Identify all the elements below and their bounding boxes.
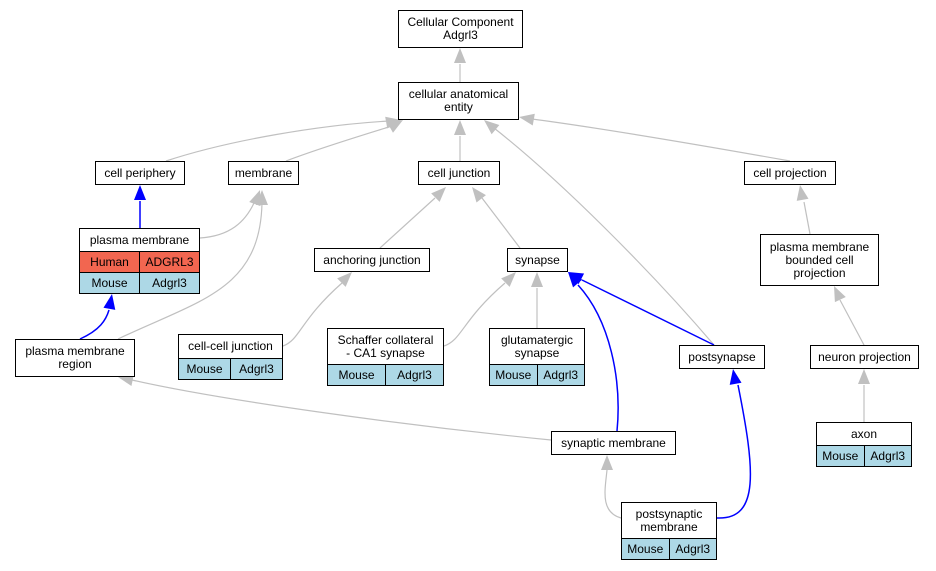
gene-cell: Adgrl3	[863, 446, 911, 466]
edge-postsynapse-to-cae	[493, 127, 715, 346]
node-line: axon	[850, 426, 878, 441]
edge-cell-junction-to-cae-arrowhead	[454, 120, 466, 135]
edge-schaffer-to-synapse	[443, 282, 506, 347]
edge-cell-projection-to-cae-arrowhead	[519, 113, 535, 126]
gene-cell: Adgrl3	[385, 365, 443, 385]
species-cell: Human	[80, 252, 139, 272]
node-line: membrane	[640, 519, 698, 534]
edge-cell-cell-junction-to-anchoring	[282, 282, 343, 347]
edge-synapse-to-cell-junction	[481, 197, 521, 249]
node-line: plasma membrane	[25, 344, 125, 358]
edge-pm-region-to-membrane-arrowhead	[256, 190, 268, 205]
edge-pm-region-to-membrane	[117, 202, 263, 340]
edge-glutamatergic-to-synapse-arrowhead	[531, 272, 543, 287]
edge-postsynaptic-membrane-to-synaptic-membrane	[604, 469, 622, 519]
node-line: entity	[444, 100, 473, 114]
node-line: cell periphery	[104, 165, 176, 180]
node-line: membrane	[234, 165, 293, 180]
edge-membrane-to-cae-arrowhead	[387, 120, 403, 133]
node-line: projection	[793, 265, 846, 280]
edge-postsynapse-to-cae-arrowhead	[484, 120, 500, 135]
edge-cell-projection-to-cae	[531, 118, 791, 162]
species-cell: Mouse	[179, 359, 230, 379]
node-line: cell projection	[753, 165, 827, 180]
edge-cae-to-root-arrowhead	[454, 48, 466, 63]
node-line: glutamatergic	[500, 332, 574, 347]
gene-cell: Adgrl3	[230, 359, 282, 379]
node-line: anchoring junction	[323, 252, 421, 267]
species-cell: Mouse	[622, 539, 669, 559]
edge-plasma-membrane-to-membrane	[199, 202, 255, 239]
edge-postsynaptic-membrane-to-synaptic-membrane-arrowhead	[601, 455, 613, 470]
node-cell-projection[interactable]: cell projection	[744, 161, 836, 185]
edge-axon-to-neuron-projection-arrowhead	[858, 369, 870, 384]
node-line: cell junction	[427, 165, 491, 180]
species-cell: Mouse	[490, 365, 537, 385]
node-membrane[interactable]: membrane	[228, 161, 299, 185]
edge-pm-bounded-to-cell-projection	[803, 201, 811, 235]
node-line: bounded cell	[785, 252, 854, 267]
node-synaptic-membrane[interactable]: synaptic membrane	[551, 431, 676, 455]
edge-pm-region-to-plasma-membrane	[79, 309, 110, 340]
node-line: Schaffer collateral	[337, 332, 434, 347]
node-line: region	[58, 357, 92, 371]
node-postsynapse[interactable]: postsynapse	[679, 345, 765, 369]
edge-membrane-to-cae	[285, 125, 393, 162]
node-line: plasma membrane	[769, 239, 870, 254]
edge-synaptic-membrane-to-pm-region-arrowhead	[118, 374, 134, 386]
edge-cell-cell-junction-to-anchoring-arrowhead	[337, 272, 352, 287]
node-cell-periphery[interactable]: cell periphery	[95, 161, 185, 185]
edge-cell-periphery-to-cae	[165, 120, 390, 162]
node-line: postsynaptic	[635, 506, 703, 521]
edge-anchoring-to-cell-junction-arrowhead	[431, 187, 446, 202]
node-line: Cellular Component	[407, 15, 514, 29]
species-cell: Mouse	[817, 446, 864, 466]
node-line: cell-cell junction	[188, 339, 273, 353]
gene-cell: Adgrl3	[139, 273, 199, 293]
edge-synaptic-membrane-to-synapse	[577, 284, 619, 432]
species-cell: Mouse	[80, 273, 139, 293]
edge-synaptic-membrane-to-synapse-arrowhead	[568, 272, 583, 288]
node-neuron-projection[interactable]: neuron projection	[810, 345, 919, 369]
edge-schaffer-to-synapse-arrowhead	[501, 272, 516, 287]
node-line: cellular anatomical	[408, 87, 509, 101]
edge-postsynaptic-membrane-to-postsynapse-arrowhead	[729, 369, 742, 385]
node-synapse[interactable]: synapse	[507, 248, 568, 272]
edge-postsynapse-to-synapse	[581, 279, 715, 346]
gene-cell: Adgrl3	[668, 539, 716, 559]
gene-cell: ADGRL3	[139, 252, 199, 272]
edge-neuron-projection-to-pm-bounded	[839, 299, 865, 346]
edge-pm-region-to-plasma-membrane-arrowhead	[103, 294, 116, 310]
node-line: - CA1 synapse	[346, 345, 425, 360]
node-line: neuron projection	[818, 349, 911, 364]
node-line: synapse	[515, 252, 560, 267]
edge-synapse-to-cell-junction-arrowhead	[472, 187, 486, 203]
edge-synaptic-membrane-to-pm-region	[131, 379, 552, 441]
edge-plasma-membrane-to-cell-periphery-arrowhead	[134, 185, 146, 200]
node-line: synaptic membrane	[561, 435, 666, 450]
node-line: plasma membrane	[89, 232, 190, 247]
edge-postsynaptic-membrane-to-postsynapse	[716, 384, 752, 519]
edge-pm-bounded-to-cell-projection-arrowhead	[796, 185, 809, 201]
node-cell-junction[interactable]: cell junction	[418, 161, 500, 185]
species-cell: Mouse	[328, 365, 385, 385]
gene-cell: Adgrl3	[536, 365, 584, 385]
node-anchoring-junction[interactable]: anchoring junction	[314, 248, 430, 272]
node-line: postsynapse	[688, 349, 756, 364]
edge-anchoring-to-cell-junction	[379, 197, 436, 249]
node-line: synapse	[514, 345, 560, 360]
edge-neuron-projection-to-pm-bounded-arrowhead	[834, 286, 846, 303]
node-line: Adgrl3	[443, 28, 478, 42]
